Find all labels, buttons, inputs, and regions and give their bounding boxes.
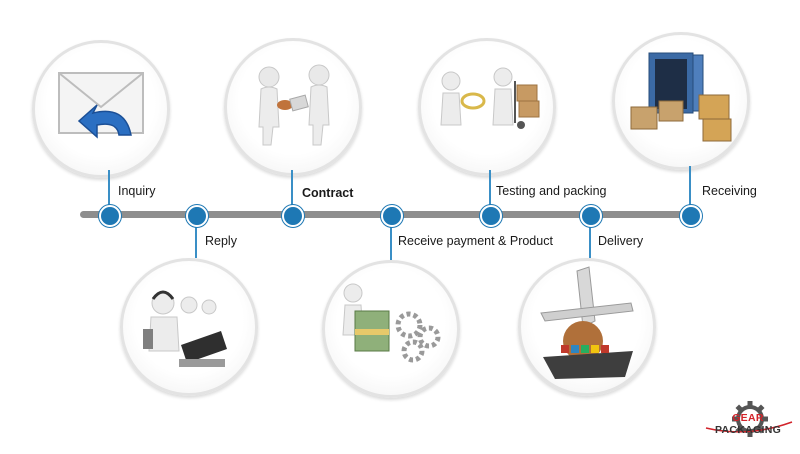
reply-label: Reply	[205, 234, 237, 248]
money-gears-icon	[342, 283, 441, 363]
inquiry-illustration	[32, 40, 170, 178]
reply-connector	[195, 222, 197, 258]
receiving-label: Receiving	[702, 184, 757, 198]
contract-connector	[291, 170, 293, 208]
brand-logo-text: GEAR PACKAGING	[700, 412, 796, 436]
delivery-connector	[589, 222, 591, 258]
receiving-illustration	[612, 32, 750, 170]
brand-word-1: GEAR	[732, 412, 764, 424]
delivery-label: Delivery	[598, 234, 644, 248]
receiving-connector	[689, 166, 691, 208]
receive-payment-illustration	[322, 260, 460, 398]
gear-icon	[705, 401, 793, 437]
receive-payment-label: Receive payment & Product	[398, 234, 553, 248]
reply-illustration	[120, 258, 258, 396]
contract-node	[282, 205, 304, 227]
contract-label: Contract	[302, 186, 354, 200]
receiving-node	[680, 205, 702, 227]
handshake-figures-icon	[258, 64, 330, 146]
magnifier-trolley-icon	[440, 67, 540, 129]
inquiry-connector	[108, 170, 110, 208]
inquiry-label: Inquiry	[118, 184, 156, 198]
testing-packing-node	[480, 205, 502, 227]
delivery-node	[580, 205, 602, 227]
contract-illustration	[224, 38, 362, 176]
envelope-arrow-icon	[58, 72, 144, 139]
testing-packing-label: Testing and packing	[496, 184, 607, 198]
receive-payment-connector	[390, 222, 392, 260]
delivery-illustration	[518, 258, 656, 396]
testing-packing-illustration	[418, 38, 556, 176]
plane-ship-globe-icon	[540, 266, 634, 379]
receive-payment-node	[381, 205, 403, 227]
brand-logo: GEAR PACKAGING	[700, 398, 796, 440]
reply-node	[186, 205, 208, 227]
brand-word-2: PACKAGING	[714, 424, 782, 436]
call-center-icon	[143, 290, 227, 367]
inquiry-node	[99, 205, 121, 227]
testing-packing-connector	[489, 170, 491, 208]
container-boxes-icon	[630, 52, 732, 142]
